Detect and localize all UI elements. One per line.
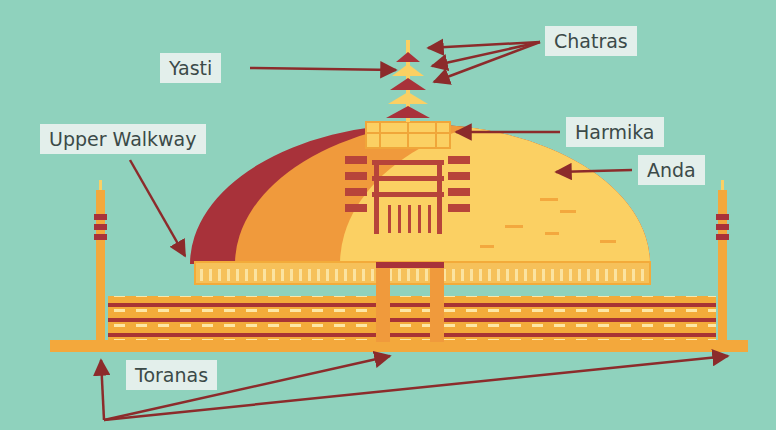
ground-base bbox=[50, 340, 748, 352]
yasti-chatras bbox=[386, 40, 430, 122]
part-label: Harmika bbox=[566, 117, 664, 147]
part-label: Upper Walkway bbox=[40, 124, 206, 154]
leader-arrow bbox=[101, 42, 728, 420]
part-label: Toranas bbox=[126, 360, 217, 390]
harmika-railing bbox=[366, 122, 450, 148]
anda-dome bbox=[180, 110, 776, 414]
upper-walkway bbox=[195, 262, 650, 284]
part-label: Yasti bbox=[160, 53, 221, 83]
central-gate bbox=[376, 262, 444, 342]
dome-gateway bbox=[345, 156, 470, 234]
torana-pillar bbox=[94, 180, 729, 342]
part-label: Chatras bbox=[545, 26, 637, 56]
part-label: Anda bbox=[638, 155, 705, 185]
railing bbox=[108, 296, 716, 342]
